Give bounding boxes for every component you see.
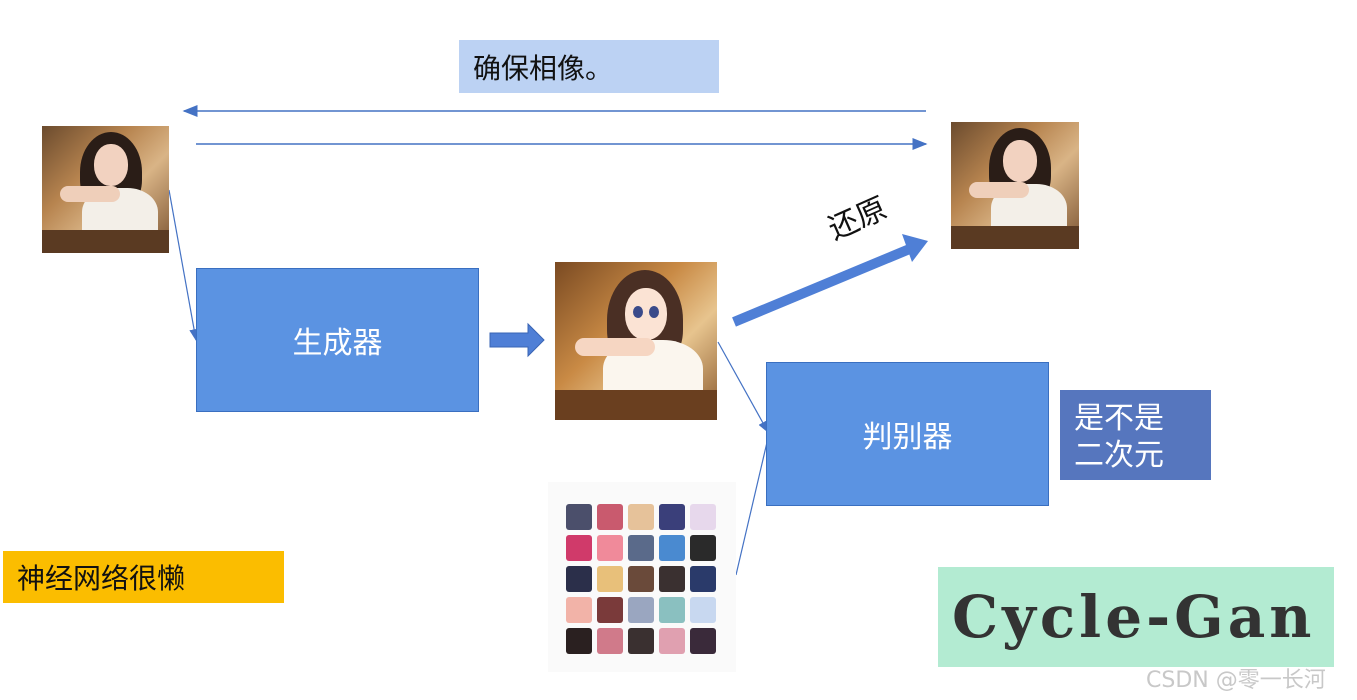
generator-box: 生成器 — [196, 268, 479, 412]
arrow-generator-to-anime — [489, 322, 545, 358]
title-box: Cycle-Gan — [938, 567, 1334, 667]
discriminator-label: 判别器 — [862, 420, 953, 455]
question-line-2: 二次元 — [1074, 438, 1164, 473]
question-line-1: 是不是 — [1074, 401, 1164, 436]
generator-label: 生成器 — [292, 326, 383, 361]
lazy-note: 神经网络很懒 — [3, 551, 284, 603]
arrow-photo-to-generator — [168, 189, 199, 342]
anime-faces-grid — [566, 504, 716, 654]
reconstructed-photo — [951, 122, 1079, 249]
question-box: 是不是 二次元 — [1060, 390, 1211, 480]
generated-anime-image — [555, 262, 717, 420]
anime-dataset-image — [548, 482, 736, 672]
discriminator-box: 判别器 — [766, 362, 1049, 506]
note-top: 确保相像。 — [459, 40, 719, 93]
watermark: CSDN @零一长河 — [1146, 662, 1326, 694]
watermark-text: CSDN @零一长河 — [1146, 668, 1326, 693]
arrow-restore — [732, 234, 928, 327]
note-top-text: 确保相像。 — [473, 51, 614, 85]
source-photo — [42, 126, 169, 253]
lazy-note-text: 神经网络很懒 — [17, 562, 186, 595]
title-text: Cycle-Gan — [952, 583, 1316, 651]
arrow-dataset-to-discriminator — [735, 437, 769, 576]
arrow-anime-to-discriminator — [717, 341, 769, 434]
